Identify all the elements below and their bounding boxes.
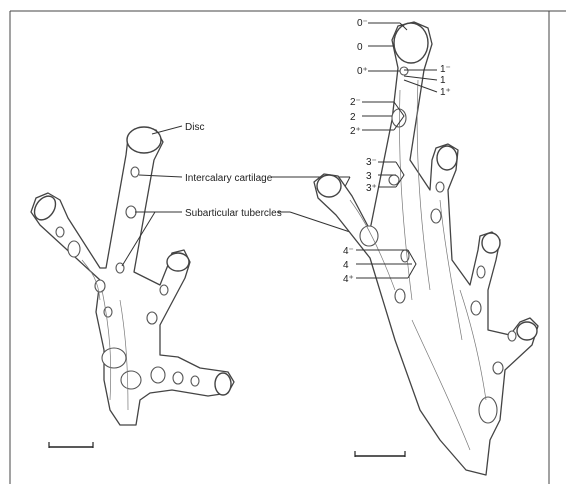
label-0-plus: 0⁺ [357, 66, 368, 77]
label-4: 4 [343, 260, 349, 271]
label-3-minus: 3⁻ [366, 157, 377, 168]
intercalary-cartilage-label: Intercalary cartilage [185, 173, 273, 184]
label-3-plus: 3⁺ [366, 183, 377, 194]
label-2-minus: 2⁻ [350, 97, 361, 108]
right-scale-bar [355, 451, 405, 457]
disc-label: Disc [185, 122, 204, 133]
left-hand-drawing [30, 127, 234, 425]
label-3: 3 [366, 171, 372, 182]
label-2: 2 [350, 112, 356, 123]
label-1: 1 [440, 75, 446, 86]
label-4-minus: 4⁻ [343, 246, 354, 257]
label-2-plus: 2⁺ [350, 126, 361, 137]
subarticular-tubercles-label: Subarticular tubercles [185, 208, 282, 219]
left-scale-bar [49, 442, 93, 448]
label-0-minus: 0⁻ [357, 18, 368, 29]
label-4-plus: 4⁺ [343, 274, 354, 285]
label-1-plus: 1⁺ [440, 87, 451, 98]
label-1-minus: 1⁻ [440, 64, 451, 75]
label-0: 0 [357, 42, 363, 53]
